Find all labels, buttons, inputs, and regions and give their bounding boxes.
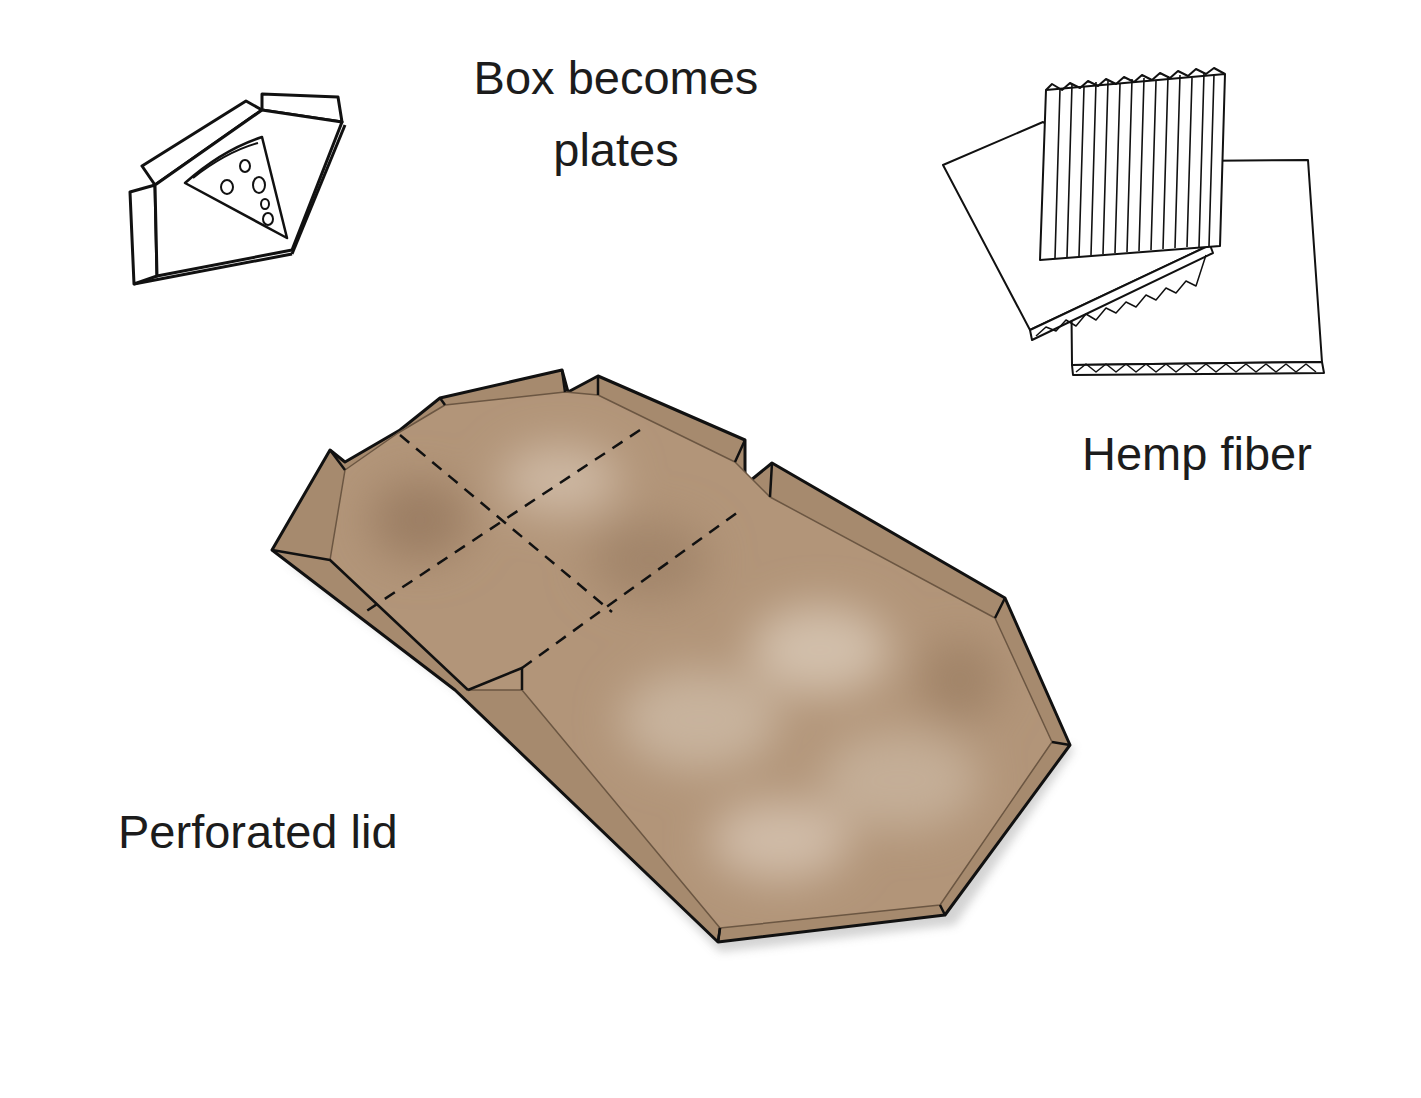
illustration-part <box>365 430 640 612</box>
illustration-part <box>1055 84 1084 258</box>
pepperoni <box>263 213 273 225</box>
illustration-part <box>620 670 780 770</box>
callout-label: Hemp fiber <box>1082 418 1402 490</box>
illustration-part <box>820 730 980 830</box>
perforation-lines <box>365 430 738 668</box>
corrugated-sheet <box>1040 74 1225 260</box>
pizza-slice <box>185 137 287 238</box>
pepperoni <box>253 177 265 193</box>
heading-label: Box becomes plates <box>446 42 786 186</box>
illustration-part <box>1127 78 1156 252</box>
box-edge <box>134 254 292 284</box>
illustration-part <box>1163 75 1192 249</box>
illustration-part <box>590 520 710 600</box>
hemp-fiber-sheets <box>943 68 1324 375</box>
box-flap <box>130 185 157 284</box>
illustration-part <box>300 360 1100 960</box>
illustration-part <box>710 800 850 880</box>
mottle <box>370 445 1000 880</box>
callout-label: Perforated lid <box>118 796 478 868</box>
illustration-part <box>920 640 1000 720</box>
corrugated-top <box>1046 68 1225 90</box>
pepperoni <box>240 160 250 172</box>
pepperoni <box>261 199 269 209</box>
perforated-lid <box>272 360 1100 960</box>
illustration-part <box>750 605 890 695</box>
lid-inner-edge <box>330 392 1052 928</box>
illustration-part <box>400 435 612 612</box>
pepperoni <box>221 180 233 194</box>
illustration-part <box>468 668 720 942</box>
box-panel <box>155 110 342 276</box>
flute-pattern <box>1076 364 1316 372</box>
board-edge <box>1072 362 1324 375</box>
pizza-box-icon <box>130 94 345 284</box>
illustration-part <box>370 480 470 560</box>
lid-floor <box>300 360 1100 960</box>
flute-pattern <box>1036 255 1206 336</box>
pizza-crust <box>193 143 258 178</box>
illustration-part <box>1091 81 1120 255</box>
box-edge <box>292 125 345 254</box>
illustration-part <box>1199 73 1214 247</box>
illustration-part <box>522 512 738 668</box>
corrugation-ridges <box>1055 73 1214 258</box>
